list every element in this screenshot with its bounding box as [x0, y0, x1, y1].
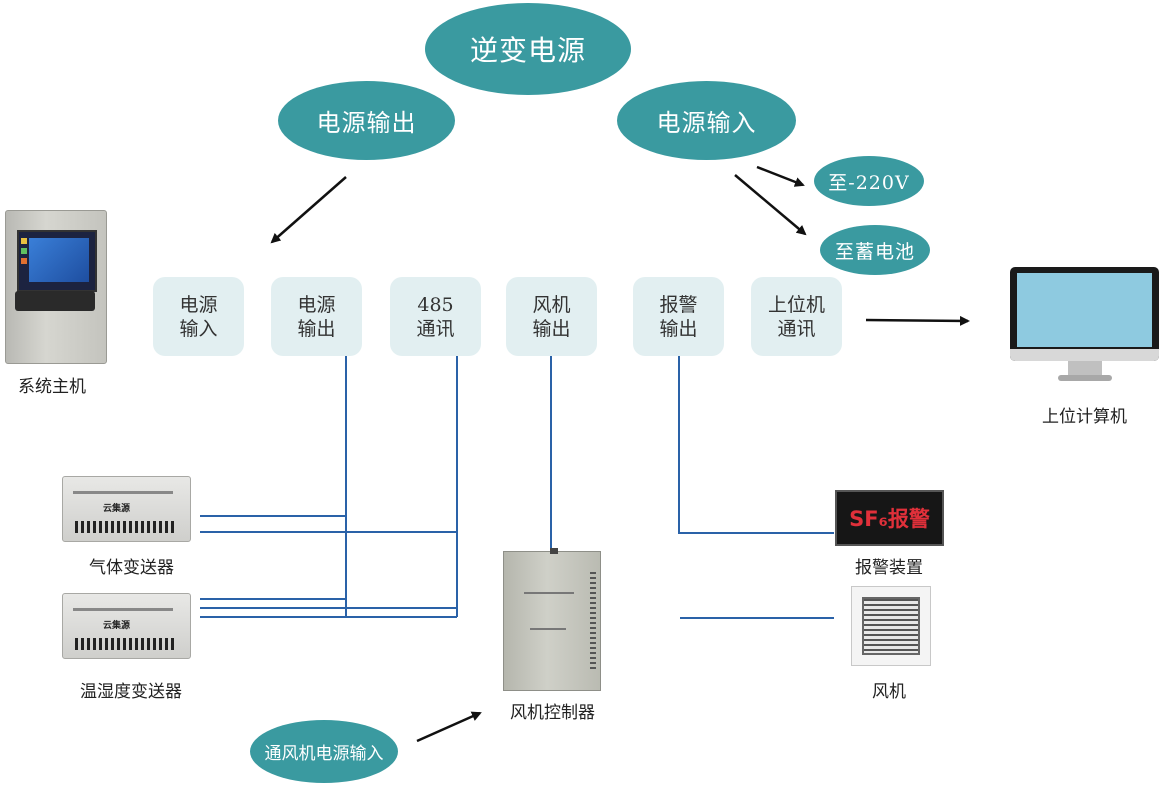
system-host-caption: 系统主机: [18, 377, 86, 397]
port-label-line2: 输出: [659, 317, 698, 340]
th-transmitter-caption: 温湿度变送器: [80, 682, 182, 702]
port-label-line1: 485: [417, 293, 454, 316]
th-transmitter-brand: 云集源: [103, 621, 131, 631]
port-power-output: 电源 输出: [271, 277, 362, 356]
computer-monitor-image: [1010, 267, 1159, 383]
port-label-line2: 输入: [179, 317, 218, 340]
alarm-device-caption: 报警装置: [855, 558, 923, 578]
port-power-input: 电源 输入: [153, 277, 244, 356]
to-battery-ellipse: 至蓄电池: [820, 225, 930, 275]
system-host-image: [5, 210, 107, 364]
port-fan-output: 风机 输出: [506, 277, 597, 356]
fan-power-input-ellipse: 通风机电源输入: [250, 720, 398, 783]
wire-alarm: [678, 356, 834, 534]
computer-caption: 上位计算机: [1042, 407, 1127, 427]
port-label-line1: 电源: [179, 293, 218, 316]
gas-transmitter-brand: 云集源: [103, 504, 131, 514]
alarm-device-image: SF₆报警: [835, 490, 944, 546]
th-transmitter-image: 云集源: [62, 593, 191, 659]
fan-controller-caption: 风机控制器: [510, 703, 595, 723]
arrow-to-220v: [756, 165, 805, 187]
gas-transmitter-image: 云集源: [62, 476, 191, 542]
port-label-line2: 输出: [532, 317, 571, 340]
inverter-power-ellipse: 逆变电源: [425, 3, 631, 95]
port-alarm-output: 报警 输出: [633, 277, 724, 356]
port-485-comm: 485 通讯: [390, 277, 481, 356]
arrow-power-output: [270, 176, 347, 244]
fan-image: [851, 586, 931, 666]
power-input-ellipse: 电源输入: [617, 81, 796, 160]
host-screen: [17, 230, 97, 292]
to-220v-ellipse: 至-220V: [814, 156, 924, 206]
port-host-comm: 上位机 通讯: [751, 277, 842, 356]
port-label-line2: 通讯: [416, 317, 455, 340]
alarm-sign-text: SF₆报警: [849, 507, 930, 531]
power-output-ellipse: 电源输出: [278, 81, 455, 160]
port-label-line1: 报警: [659, 293, 698, 316]
fan-caption: 风机: [872, 682, 906, 702]
arrow-fan-power: [416, 711, 482, 743]
gas-transmitter-caption: 气体变送器: [89, 558, 174, 578]
arrow-to-battery: [734, 174, 807, 236]
port-label-line2: 通讯: [777, 317, 816, 340]
host-keypad: [15, 291, 95, 311]
port-label-line1: 电源: [297, 293, 336, 316]
port-label-line1: 风机: [532, 293, 571, 316]
fan-controller-image: [503, 548, 601, 691]
port-label-line1: 上位机: [767, 293, 825, 316]
port-label-line2: 输出: [297, 317, 336, 340]
arrow-to-computer: [865, 315, 970, 326]
